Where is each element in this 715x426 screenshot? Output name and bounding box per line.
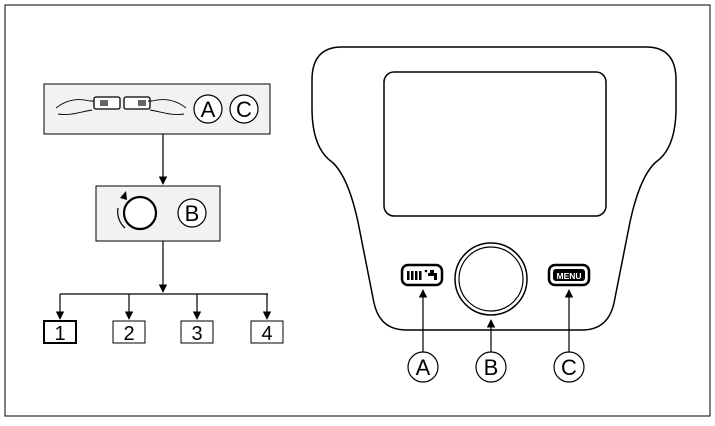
knob-icon bbox=[122, 195, 158, 231]
callout-circle-a bbox=[193, 94, 223, 124]
step1-box: A C bbox=[43, 83, 271, 135]
pointer-callout-circle-c bbox=[553, 351, 585, 383]
rotary-knob-inner bbox=[458, 246, 524, 312]
pointer-callout-c: C bbox=[561, 355, 577, 380]
menu-button-label: MENU bbox=[556, 271, 581, 281]
step-box-4-label: 4 bbox=[261, 323, 272, 345]
button-c-icon bbox=[123, 96, 151, 110]
tap-icon bbox=[428, 273, 437, 280]
step-box-3-label: 3 bbox=[191, 323, 202, 345]
step-box-1 bbox=[43, 320, 77, 344]
menu-button[interactable]: MENU bbox=[547, 263, 591, 287]
right-hand-icon bbox=[148, 99, 187, 115]
pointer-callout-a: A bbox=[416, 355, 431, 380]
left-hand-icon bbox=[55, 99, 96, 115]
step2-box: B bbox=[95, 185, 221, 242]
pointer-callout-circle-a bbox=[407, 351, 439, 383]
heating-water-button[interactable] bbox=[400, 263, 444, 287]
step-box-2 bbox=[112, 320, 146, 344]
display-screen bbox=[383, 71, 607, 217]
control-panel: MENU bbox=[311, 46, 677, 331]
step2-callout-b: B bbox=[185, 201, 200, 226]
rotate-arrow-icon bbox=[117, 207, 126, 229]
callout-circle-b bbox=[177, 198, 207, 228]
pointer-callout-circle-b bbox=[475, 351, 507, 383]
step-box-2-label: 2 bbox=[123, 323, 134, 345]
pointer-callout-b: B bbox=[484, 355, 499, 380]
callout-circle-c bbox=[229, 94, 259, 124]
step-box-1-label: 1 bbox=[54, 323, 65, 345]
step-box-3 bbox=[180, 320, 214, 344]
radiator-icon bbox=[407, 271, 410, 280]
step1-callout-a: A bbox=[201, 97, 216, 122]
step-box-4 bbox=[250, 320, 284, 344]
step1-callout-c: C bbox=[236, 97, 252, 122]
